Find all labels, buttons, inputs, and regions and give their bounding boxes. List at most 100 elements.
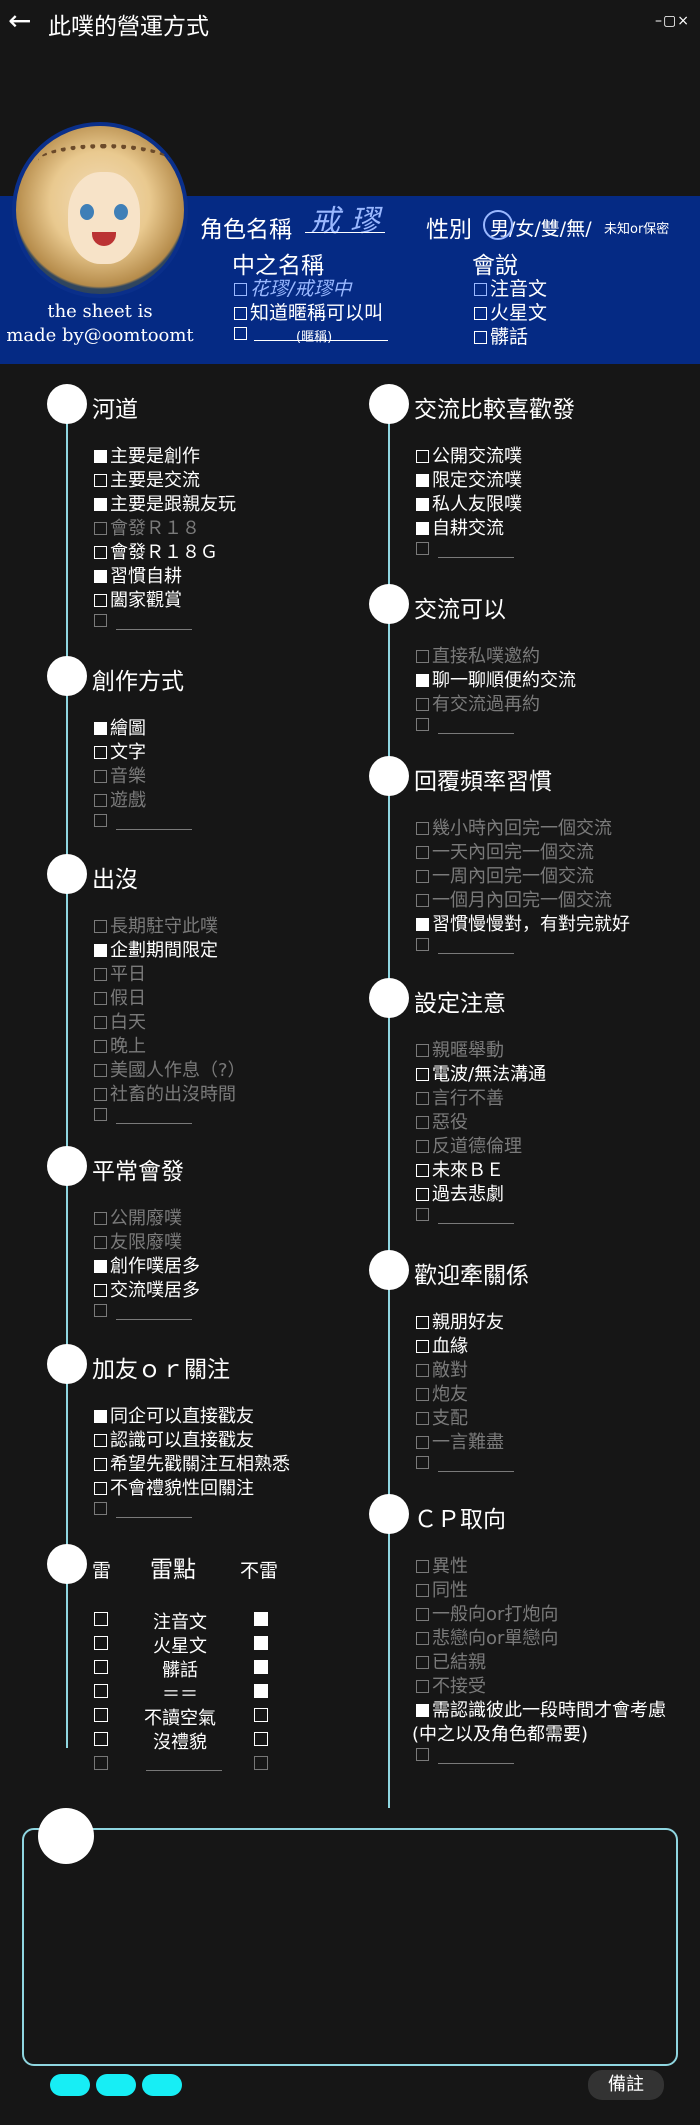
option-item[interactable]: 主要是交流 <box>94 466 200 492</box>
option-item[interactable]: 企劃期間限定 <box>94 936 218 962</box>
option-item[interactable]: 公開廢噗 <box>94 1204 182 1230</box>
checkbox-checked[interactable] <box>416 918 429 931</box>
thunder-lei-checkbox[interactable] <box>94 1660 108 1674</box>
option-item[interactable] <box>416 538 514 559</box>
option-item[interactable]: 一言難盡 <box>416 1428 504 1454</box>
checkbox-checked[interactable] <box>94 570 107 583</box>
option-item[interactable] <box>94 810 192 831</box>
option-item[interactable]: 過去悲劇 <box>416 1180 504 1206</box>
checkbox-checked[interactable] <box>474 283 487 296</box>
checkbox[interactable] <box>94 1482 107 1495</box>
checkbox[interactable] <box>416 938 429 951</box>
checkbox[interactable] <box>94 794 107 807</box>
checkbox[interactable] <box>94 1064 107 1077</box>
option-item[interactable]: 言行不善 <box>416 1084 504 1110</box>
remark-button[interactable]: 備註 <box>588 2070 664 2100</box>
checkbox[interactable] <box>94 920 107 933</box>
checkbox[interactable] <box>94 614 107 627</box>
checkbox[interactable] <box>234 307 247 320</box>
option-item[interactable]: 長期駐守此噗 <box>94 912 218 938</box>
option-item[interactable]: 文字 <box>94 738 146 764</box>
checkbox[interactable] <box>94 1040 107 1053</box>
option-item[interactable] <box>94 1300 192 1321</box>
checkbox-checked[interactable] <box>234 283 247 296</box>
option-item[interactable]: 繪圖 <box>94 714 146 740</box>
option-item[interactable] <box>416 714 514 735</box>
thunder-lei-checkbox[interactable] <box>94 1756 108 1770</box>
checkbox[interactable] <box>94 1434 107 1447</box>
checkbox[interactable] <box>94 594 107 607</box>
checkbox[interactable] <box>416 650 429 663</box>
option-item[interactable]: 支配 <box>416 1404 468 1430</box>
option-item[interactable]: 幾小時內回完一個交流 <box>416 814 612 840</box>
checkbox[interactable] <box>416 1068 429 1081</box>
option-item[interactable]: 血緣 <box>416 1332 468 1358</box>
option-item[interactable]: 遊戲 <box>94 786 146 812</box>
checkbox[interactable] <box>416 1608 429 1621</box>
checkbox[interactable] <box>416 870 429 883</box>
checkbox[interactable] <box>94 1304 107 1317</box>
checkbox[interactable] <box>416 1584 429 1597</box>
checkbox[interactable] <box>94 1108 107 1121</box>
checkbox[interactable] <box>234 327 247 340</box>
checkbox[interactable] <box>416 718 429 731</box>
checkbox-checked[interactable] <box>94 498 107 511</box>
option-item[interactable] <box>94 1498 192 1519</box>
option-item[interactable]: 一般向or打炮向 <box>416 1600 558 1626</box>
option-item[interactable]: 聊一聊順便約交流 <box>416 666 576 692</box>
option-item[interactable]: 晚上 <box>94 1032 146 1058</box>
checkbox[interactable] <box>416 1412 429 1425</box>
option-item[interactable] <box>94 1104 192 1125</box>
option-item[interactable]: 習慣自耕 <box>94 562 182 588</box>
checkbox[interactable] <box>416 1116 429 1129</box>
option-item[interactable]: 悲戀向or單戀向 <box>416 1624 558 1650</box>
option-item[interactable]: 同性 <box>416 1576 468 1602</box>
option-item[interactable]: 敵對 <box>416 1356 468 1382</box>
checkbox-checked[interactable] <box>94 1410 107 1423</box>
checkbox[interactable] <box>416 1680 429 1693</box>
option-item[interactable]: 闔家觀賞 <box>94 586 182 612</box>
option-item[interactable]: 認識可以直接戳友 <box>94 1426 254 1452</box>
checkbox[interactable] <box>94 1212 107 1225</box>
color-pill[interactable] <box>50 2074 90 2096</box>
checkbox[interactable] <box>94 1016 107 1029</box>
checkbox[interactable] <box>94 1458 107 1471</box>
thunder-bulei-checkbox[interactable] <box>254 1756 268 1770</box>
option-item[interactable]: 有交流過再約 <box>416 690 540 716</box>
option-item[interactable]: 平日 <box>94 960 146 986</box>
checkbox[interactable] <box>416 542 429 555</box>
option-item[interactable]: 一個月內回完一個交流 <box>416 886 612 912</box>
checkbox[interactable] <box>416 1388 429 1401</box>
notes-box[interactable] <box>22 1828 678 2066</box>
option-item[interactable] <box>94 610 192 631</box>
checkbox[interactable] <box>416 1164 429 1177</box>
option-item[interactable]: 親暱舉動 <box>416 1036 504 1062</box>
checkbox[interactable] <box>94 1236 107 1249</box>
option-item[interactable]: 希望先戳關注互相熟悉 <box>94 1450 290 1476</box>
option-item[interactable]: 直接私噗邀約 <box>416 642 540 668</box>
option-item[interactable]: 反道德倫理 <box>416 1132 522 1158</box>
checkbox[interactable] <box>416 1364 429 1377</box>
option-item[interactable]: 主要是跟親友玩 <box>94 490 236 516</box>
option-item[interactable]: 白天 <box>94 1008 146 1034</box>
back-arrow-icon[interactable]: ← <box>8 4 32 37</box>
option-item[interactable]: 假日 <box>94 984 146 1010</box>
window-controls-icon[interactable]: –▢× <box>655 13 690 29</box>
option-item[interactable]: 友限廢噗 <box>94 1228 182 1254</box>
checkbox[interactable] <box>94 770 107 783</box>
checkbox[interactable] <box>94 546 107 559</box>
thunder-bulei-checkbox[interactable] <box>254 1708 268 1722</box>
thunder-lei-checkbox[interactable] <box>94 1732 108 1746</box>
checkbox[interactable] <box>94 474 107 487</box>
thunder-lei-checkbox[interactable] <box>94 1708 108 1722</box>
checkbox-checked[interactable] <box>416 522 429 535</box>
checkbox[interactable] <box>416 1656 429 1669</box>
option-item[interactable]: 一周內回完一個交流 <box>416 862 594 888</box>
option-item[interactable]: 習慣慢慢對，有對完就好 <box>416 910 630 936</box>
option-item[interactable]: 炮友 <box>416 1380 468 1406</box>
thunder-bulei-checkbox[interactable] <box>254 1660 268 1674</box>
checkbox[interactable] <box>416 698 429 711</box>
checkbox-checked[interactable] <box>416 1704 429 1717</box>
checkbox[interactable] <box>416 1188 429 1201</box>
thunder-bulei-checkbox[interactable] <box>254 1636 268 1650</box>
